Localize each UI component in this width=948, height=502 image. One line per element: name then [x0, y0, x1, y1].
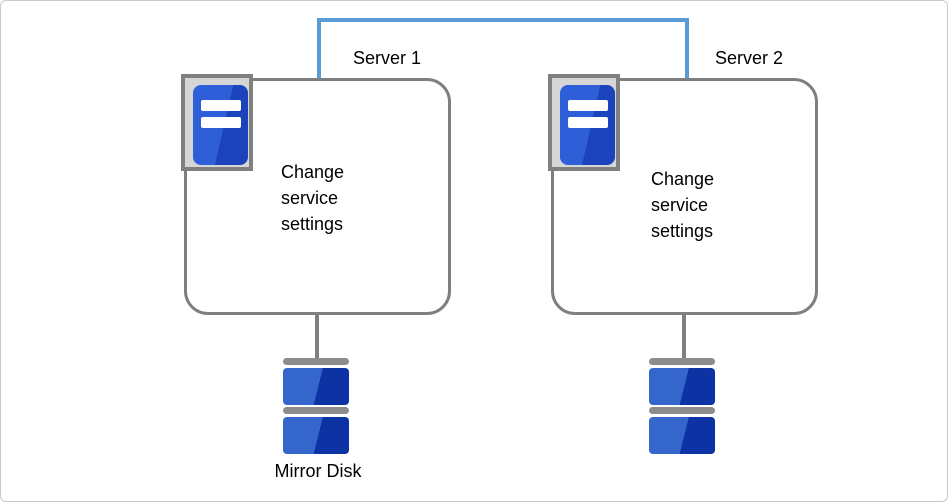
- disk-cap: [283, 407, 349, 414]
- server1-action-text: Change service settings: [281, 159, 344, 237]
- mirror-disk-icon: [283, 358, 349, 454]
- disk-platter: [649, 368, 715, 405]
- server-drive-bay-icon: [568, 117, 608, 128]
- mirror-disk-icon: [649, 358, 715, 454]
- server1-action-line: service: [281, 188, 339, 208]
- server2-label: Server 2: [714, 48, 784, 68]
- server-drive-bay-icon: [568, 100, 608, 111]
- disk-platter: [283, 368, 349, 405]
- interconnect-line-horizontal: [317, 18, 689, 22]
- server-tower-body: [560, 85, 615, 165]
- server2-action-line: service: [651, 195, 709, 215]
- server-tower-body: [193, 85, 248, 165]
- mirror-disk-label: Mirror Disk: [274, 461, 362, 481]
- disk-cap: [649, 407, 715, 414]
- interconnect-line-server2: [685, 18, 689, 79]
- server-drive-bay-icon: [201, 100, 241, 111]
- server2-action-line: Change: [651, 169, 715, 189]
- disk-platter: [283, 417, 349, 454]
- disk-cap: [283, 358, 349, 365]
- server1-label: Server 1: [352, 48, 422, 68]
- disk-cap: [649, 358, 715, 365]
- server1-action-line: Change: [281, 162, 345, 182]
- server1-action-line: settings: [281, 214, 344, 234]
- server-drive-bay-icon: [201, 117, 241, 128]
- server2-tower-icon: [548, 74, 620, 171]
- server2-disk-connector: [682, 312, 686, 360]
- disk-platter: [649, 417, 715, 454]
- server2-action-line: settings: [651, 221, 714, 241]
- interconnect-line-server1: [317, 18, 321, 79]
- server1-disk-connector: [315, 312, 319, 360]
- server2-action-text: Change service settings: [651, 166, 714, 244]
- server1-tower-icon: [181, 74, 253, 171]
